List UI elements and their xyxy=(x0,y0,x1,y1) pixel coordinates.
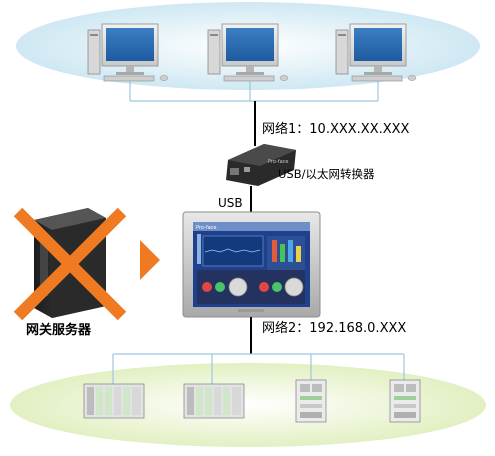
plc-rack-icon xyxy=(183,383,245,419)
usb-ethernet-converter-icon: Pro-face xyxy=(226,144,296,186)
pc-icon xyxy=(87,23,169,82)
pc-icon xyxy=(335,23,417,82)
hmi-touch-panel-icon: Pro-face xyxy=(182,211,321,318)
io-module-icon xyxy=(389,379,421,423)
pc-icon xyxy=(207,23,289,82)
network2-label: 网络2：192.168.0.XXX xyxy=(262,320,406,336)
cross-icon xyxy=(13,207,127,321)
io-module-icon xyxy=(295,379,327,423)
network1-label: 网络1：10.XXX.XX.XXX xyxy=(262,121,410,137)
svg-text:Pro-face: Pro-face xyxy=(268,159,288,165)
gateway-server-label: 网关服务器 xyxy=(26,322,92,338)
arrow-right-icon xyxy=(140,240,160,280)
svg-text:Pro-face: Pro-face xyxy=(196,225,216,231)
converter-label: USB/以太网转换器 xyxy=(278,167,375,181)
plc-rack-icon xyxy=(83,383,145,419)
usb-label: USB xyxy=(218,196,243,210)
network2-bus xyxy=(112,353,405,384)
